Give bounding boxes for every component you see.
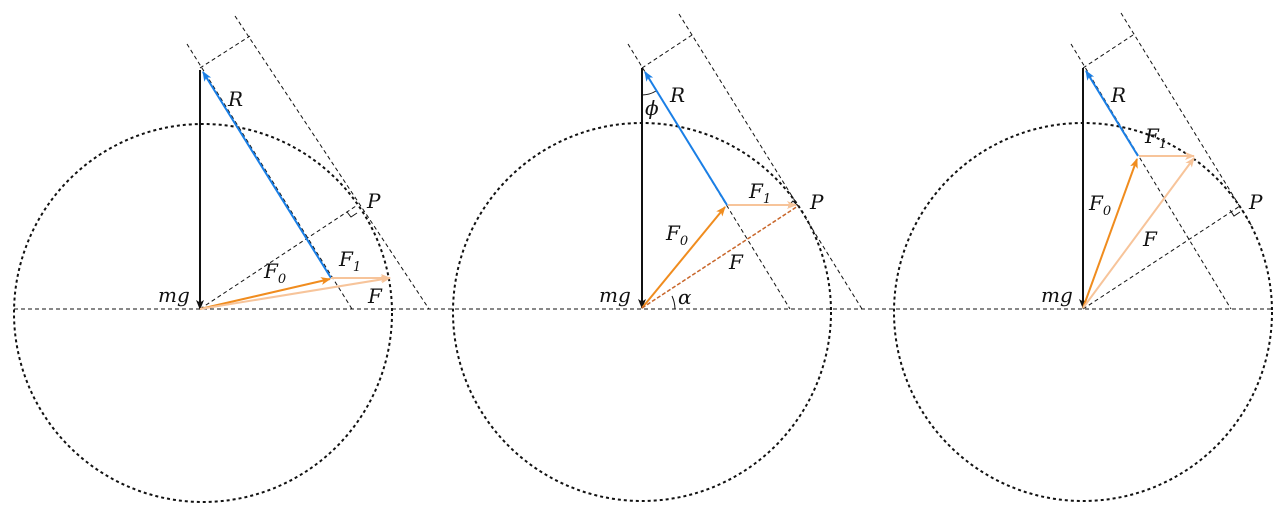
force-vector-f [199, 275, 391, 310]
label-p: P [809, 190, 824, 214]
force-vector-f [1082, 157, 1195, 309]
label-mg: mg [1041, 283, 1073, 307]
force-vector-f0 [641, 206, 726, 309]
label-f0: F0 [665, 221, 688, 249]
guide-line-parallel [678, 13, 863, 310]
label-f0: F0 [263, 259, 286, 287]
guide-line-top-perpendicular [1082, 34, 1134, 69]
guide-line-r-extension [186, 43, 353, 310]
panel-left: R P F0 F1 F mg [13, 15, 430, 503]
label-f: F [728, 250, 744, 274]
right-angle-mark [1229, 209, 1241, 217]
guide-line-top-perpendicular [199, 35, 251, 69]
guide-line-to-p [1082, 205, 1241, 310]
label-f1: F1 [1144, 124, 1167, 152]
guide-line-r-extension [1070, 43, 1232, 310]
label-f1: F1 [748, 179, 771, 207]
guide-line-to-p [199, 205, 357, 310]
panel-right: R P F0 F1 F mg [893, 12, 1273, 502]
panel-middle: R ϕ P F0 F1 F mg α [452, 13, 863, 502]
label-phi: ϕ [645, 96, 659, 120]
label-r: R [669, 83, 685, 107]
resultant-vector-r [1085, 70, 1139, 157]
right-angle-mark [346, 211, 358, 218]
guide-line-top-perpendicular [641, 34, 693, 69]
force-vector-f0 [199, 277, 331, 310]
label-r: R [227, 87, 243, 111]
label-alpha: α [678, 285, 692, 309]
label-f: F [367, 284, 383, 308]
guide-line-parallel [1120, 12, 1254, 229]
resultant-vector-r [202, 71, 332, 279]
label-mg: mg [158, 283, 190, 307]
label-r: R [1110, 83, 1126, 107]
angle-arc-phi [641, 90, 657, 96]
guide-line-parallel [234, 15, 430, 310]
force-vector-f0 [1082, 158, 1138, 309]
locus-circle [13, 123, 393, 503]
resultant-vector-r [644, 71, 728, 206]
label-f0: F0 [1088, 191, 1111, 219]
label-mg: mg [599, 283, 631, 307]
label-f: F [1142, 227, 1158, 251]
label-p: P [1248, 190, 1263, 214]
force-vector-f-dashed [641, 205, 799, 309]
angle-arc-alpha [671, 295, 676, 310]
label-f1: F1 [338, 247, 361, 275]
label-p: P [366, 189, 381, 213]
